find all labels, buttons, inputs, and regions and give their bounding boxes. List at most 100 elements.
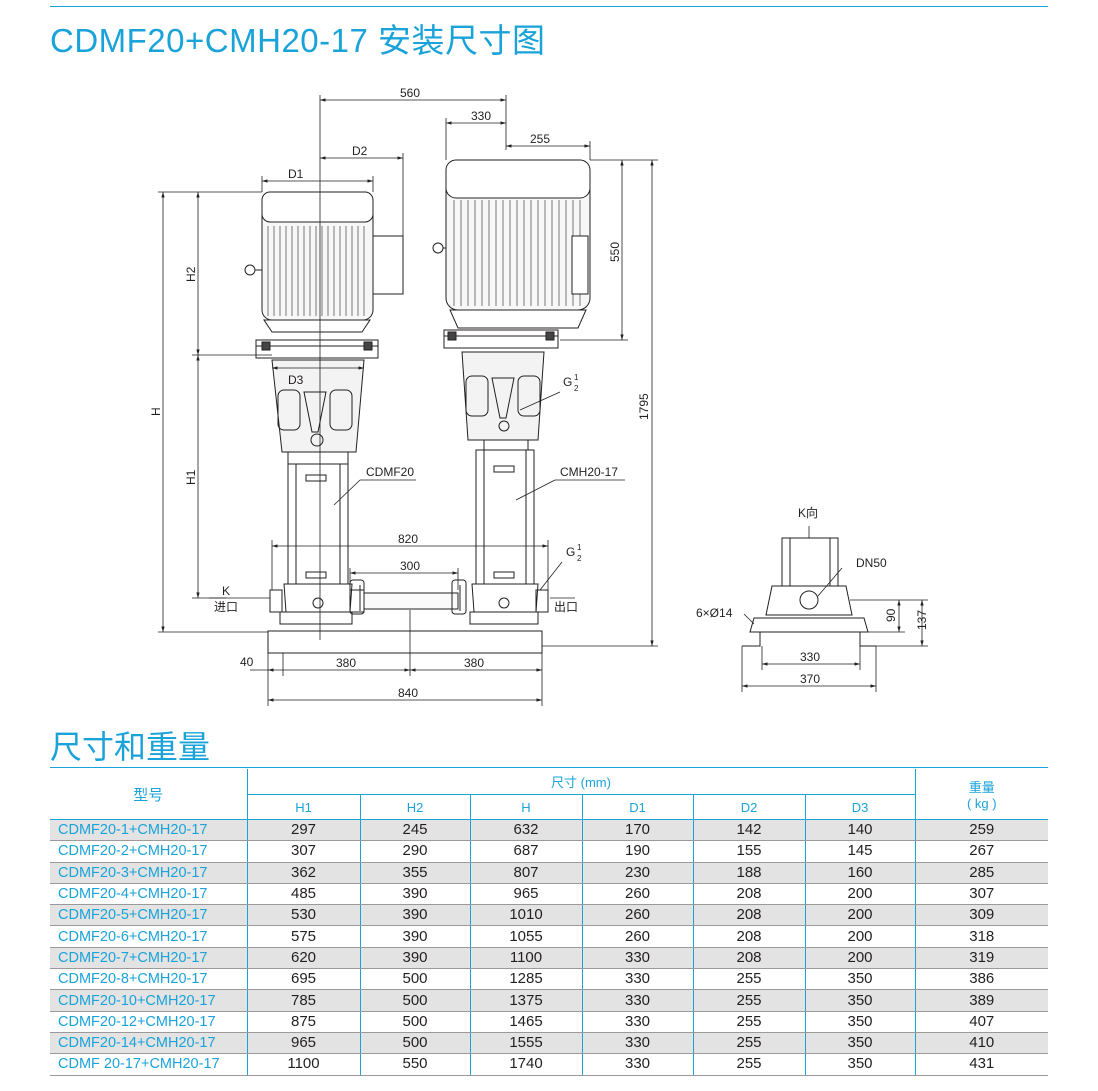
g-bottom-frac-den: 2 (577, 554, 582, 563)
model-cell: CDMF20-12+CMH20-17 (50, 1011, 248, 1033)
value-cell-weight: 285 (915, 862, 1048, 884)
value-cell-h1: 695 (247, 968, 361, 991)
value-cell-h2: 390 (360, 925, 471, 948)
dn50-label: DN50 (856, 556, 887, 570)
value-cell-d3: 350 (805, 968, 916, 991)
value-cell-weight: 319 (915, 947, 1048, 970)
value-cell-h2: 355 (360, 862, 471, 884)
value-cell-h2: 245 (360, 819, 471, 842)
model-cell: CDMF 20-17+CMH20-17 (50, 1053, 248, 1076)
dim-820-label: 820 (398, 532, 418, 546)
base-plate (267, 630, 543, 654)
value-cell-weight: 267 (915, 840, 1048, 863)
value-cell-d2: 255 (693, 1011, 806, 1033)
dim-1795-label: 1795 (637, 393, 651, 420)
value-cell-d1: 170 (582, 819, 694, 842)
value-cell-d2: 255 (693, 989, 806, 1012)
side-dim-137-label: 137 (915, 610, 929, 630)
value-cell-d3: 350 (805, 1011, 916, 1033)
weight-header-unit: ( kg ) (966, 796, 997, 811)
model-cell: CDMF20-6+CMH20-17 (50, 925, 248, 948)
column-header: H (470, 794, 583, 820)
holes-label: 6×Ø14 (696, 606, 733, 620)
value-cell-d2: 208 (693, 904, 806, 927)
value-cell-d1: 260 (582, 883, 694, 906)
value-cell-h2: 390 (360, 947, 471, 970)
dim-300-label: 300 (400, 559, 420, 573)
value-cell-d1: 330 (582, 968, 694, 991)
value-cell-h2: 290 (360, 840, 471, 863)
column-header: D2 (693, 794, 806, 820)
size-header: 尺寸 (mm) (247, 769, 916, 795)
value-cell-h1: 307 (247, 840, 361, 863)
model-cell: CDMF20-4+CMH20-17 (50, 883, 248, 906)
value-cell-weight: 259 (915, 819, 1048, 842)
g-top-label: G (563, 375, 572, 389)
dim-h1-label: H1 (184, 469, 198, 485)
value-cell-h: 1555 (470, 1032, 583, 1055)
top-rule (50, 6, 1048, 7)
value-cell-h2: 550 (360, 1053, 471, 1076)
value-cell-weight: 407 (915, 1011, 1048, 1033)
model-cell: CDMF20-3+CMH20-17 (50, 862, 248, 884)
dim-380-right-label: 380 (464, 656, 484, 670)
value-cell-weight: 309 (915, 904, 1048, 927)
value-cell-h1: 620 (247, 947, 361, 970)
value-cell-d3: 350 (805, 1032, 916, 1055)
value-cell-d1: 330 (582, 1032, 694, 1055)
model-cell: CDMF20-14+CMH20-17 (50, 1032, 248, 1055)
value-cell-h2: 390 (360, 883, 471, 906)
column-header: D3 (805, 794, 916, 820)
value-cell-weight: 318 (915, 925, 1048, 948)
value-cell-d2: 255 (693, 1053, 806, 1076)
value-cell-d2: 142 (693, 819, 806, 842)
cmh20-label: CMH20-17 (560, 465, 618, 479)
column-header: H2 (360, 794, 471, 820)
value-cell-h: 1465 (470, 1011, 583, 1033)
side-dim-90-label: 90 (884, 608, 898, 622)
value-cell-d3: 160 (805, 862, 916, 884)
value-cell-h: 1740 (470, 1053, 583, 1076)
value-cell-h: 632 (470, 819, 583, 842)
value-cell-h: 1285 (470, 968, 583, 991)
value-cell-h2: 500 (360, 1011, 471, 1033)
value-cell-h: 1375 (470, 989, 583, 1012)
page-title: CDMF20+CMH20-17 安装尺寸图 (50, 22, 546, 59)
value-cell-d1: 230 (582, 862, 694, 884)
value-cell-weight: 307 (915, 883, 1048, 906)
model-header: 型号 (50, 769, 248, 820)
value-cell-d3: 200 (805, 883, 916, 906)
value-cell-h2: 500 (360, 989, 471, 1012)
size-weight-table: 型号 尺寸 (mm) 重量 ( kg ) H1 H2 H D1 D2 D3 CD… (50, 769, 1048, 1076)
value-cell-weight: 386 (915, 968, 1048, 991)
value-cell-h1: 575 (247, 925, 361, 948)
inlet-label: 进口 (214, 600, 238, 614)
dim-h2-label: H2 (184, 266, 198, 282)
dim-40-label: 40 (240, 655, 254, 669)
value-cell-d1: 330 (582, 989, 694, 1012)
value-cell-h: 687 (470, 840, 583, 863)
value-cell-d2: 255 (693, 968, 806, 991)
section-title: 尺寸和重量 (50, 729, 211, 765)
value-cell-d1: 330 (582, 947, 694, 970)
side-view (741, 526, 928, 692)
g-bottom-frac-num: 1 (577, 543, 582, 552)
model-cell: CDMF20-5+CMH20-17 (50, 904, 248, 927)
installation-drawing: 560 330 255 D2 D1 550 1795 H2 H H1 D3 G … (149, 86, 929, 706)
dim-560-label: 560 (400, 86, 420, 100)
dim-330-label: 330 (471, 109, 491, 123)
value-cell-h1: 1100 (247, 1053, 361, 1076)
right-pump (432, 159, 591, 625)
value-cell-h: 1055 (470, 925, 583, 948)
dim-380-left-label: 380 (336, 656, 356, 670)
column-header: D1 (582, 794, 694, 820)
value-cell-h1: 297 (247, 819, 361, 842)
value-cell-d3: 200 (805, 925, 916, 948)
value-cell-h1: 530 (247, 904, 361, 927)
cdmf20-label: CDMF20 (366, 465, 414, 479)
